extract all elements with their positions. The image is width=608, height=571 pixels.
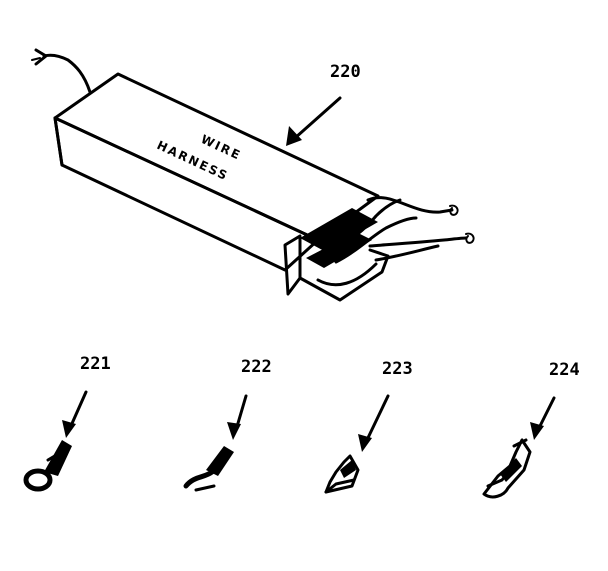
callout-arrow-223 — [358, 394, 390, 452]
box-front-face — [53, 116, 320, 272]
callout-label-221: 221 — [80, 354, 111, 374]
wire-lead — [42, 53, 92, 94]
ring-terminal — [23, 440, 72, 492]
wire-end — [34, 48, 48, 66]
spade-terminal — [183, 446, 234, 492]
box-top-face — [53, 72, 380, 242]
callout-label-223: 223 — [382, 359, 413, 379]
callout-arrow-222 — [227, 394, 248, 440]
callout-arrow-220 — [286, 96, 342, 146]
wire-harness-package: WIRE HARNESS — [31, 48, 475, 302]
callout-label-224: 224 — [549, 360, 580, 380]
callout-label-222: 222 — [241, 357, 272, 377]
clip-terminal — [482, 438, 532, 499]
callout-arrow-221 — [62, 390, 88, 438]
flag-terminal — [324, 454, 360, 494]
harness-wires — [298, 196, 475, 302]
callout-arrow-224 — [530, 396, 556, 440]
callout-label-220: 220 — [330, 62, 361, 82]
